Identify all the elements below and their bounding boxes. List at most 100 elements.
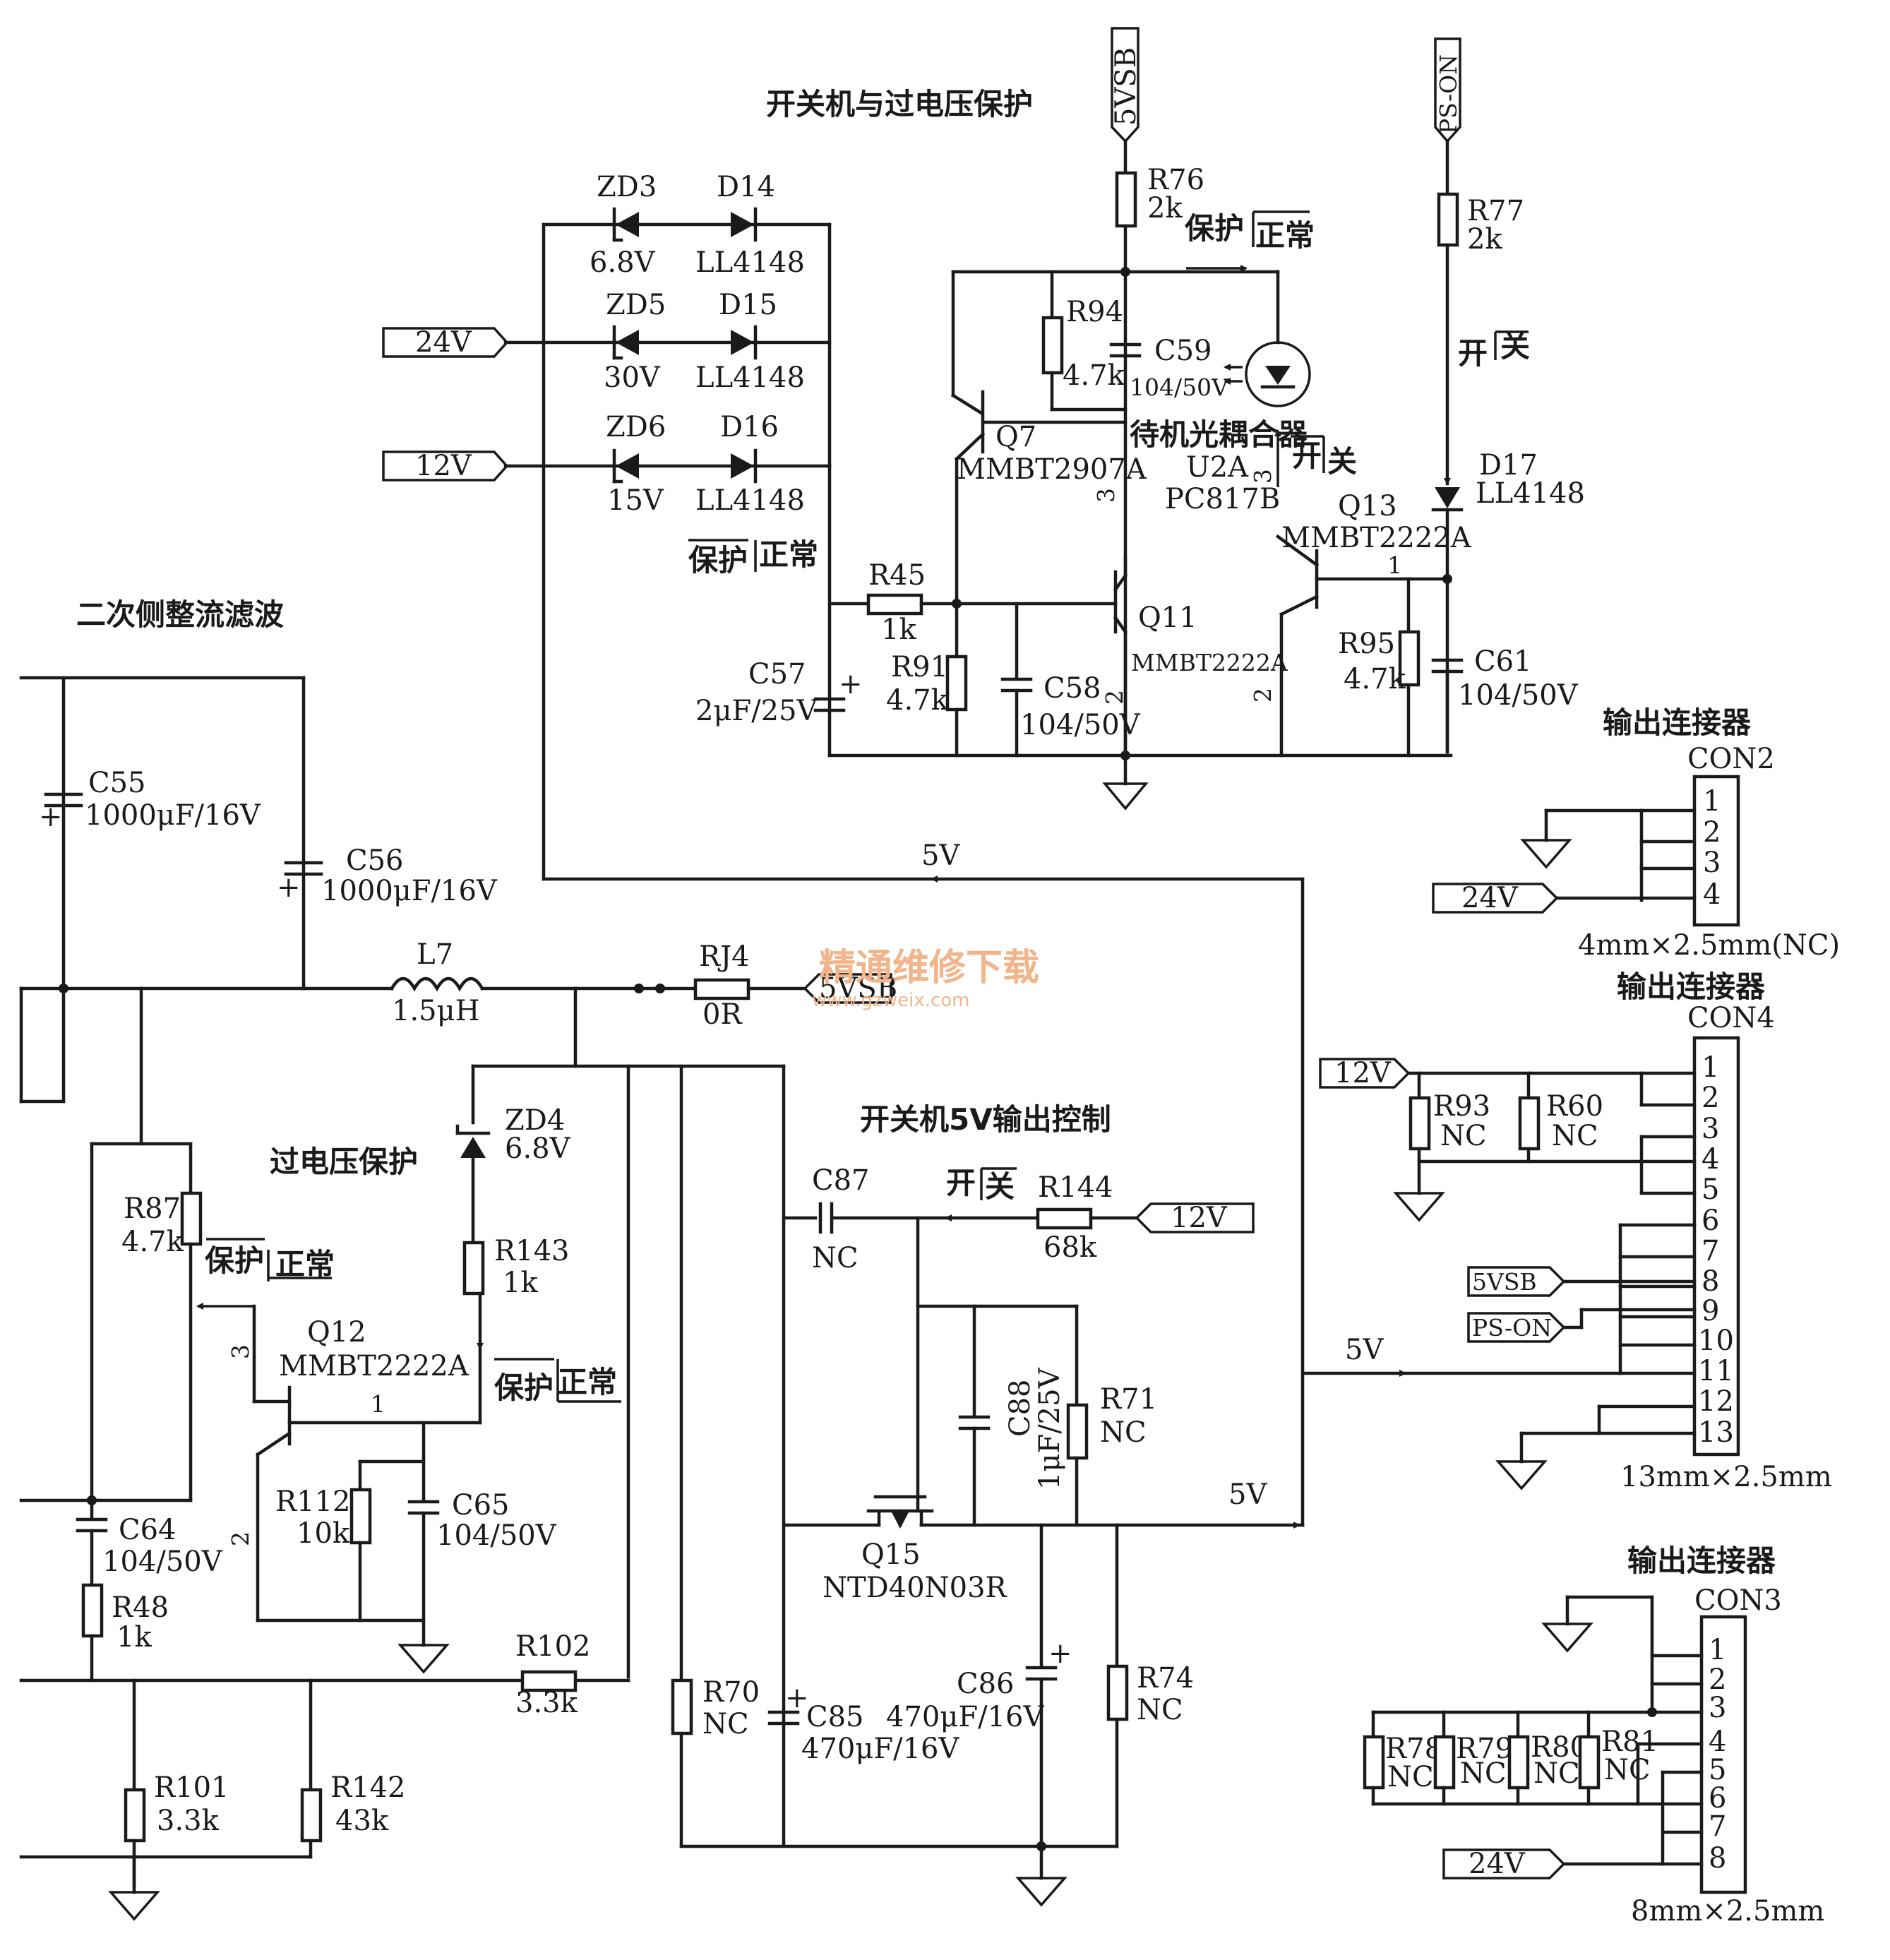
svg-text:NC: NC <box>1137 1694 1183 1726</box>
svg-text:2: 2 <box>227 1531 254 1546</box>
svg-text:R102: R102 <box>515 1630 590 1663</box>
resistor-rj4: RJ4 0R <box>693 940 750 1031</box>
svg-text:3: 3 <box>1703 847 1721 879</box>
ground-symbol-1 <box>1102 782 1149 811</box>
capacitor-c64: C64 104/50V <box>76 1514 223 1578</box>
svg-text:4mm×2.5mm(NC): 4mm×2.5mm(NC) <box>1578 929 1840 962</box>
svg-text:R45: R45 <box>868 559 926 592</box>
svg-text:2: 2 <box>1701 1082 1719 1114</box>
net-label-5v-con4: 5V <box>1345 1334 1384 1366</box>
capacitor-c86: C86 470μF/16V + <box>886 1637 1072 1733</box>
svg-text:NC: NC <box>1440 1120 1487 1152</box>
svg-text:R143: R143 <box>494 1235 569 1267</box>
svg-text:+: + <box>839 668 863 700</box>
resistor-r94: R94 4.7k <box>1041 296 1125 392</box>
svg-text:30V: 30V <box>604 361 661 394</box>
svg-text:6.8V: 6.8V <box>505 1133 571 1165</box>
capacitor-c59: C59 104/50V <box>1109 335 1229 401</box>
svg-text:NC: NC <box>812 1242 859 1274</box>
svg-text:5VSB: 5VSB <box>819 972 897 1005</box>
svg-text:C58: C58 <box>1043 672 1101 705</box>
svg-text:R144: R144 <box>1038 1171 1113 1204</box>
svg-text:104/50V: 104/50V <box>1130 374 1229 401</box>
svg-text:R112: R112 <box>275 1486 350 1518</box>
svg-text:15V: 15V <box>607 484 664 517</box>
svg-text:C85: C85 <box>806 1701 864 1733</box>
inductor-l7: L7 1.5μH <box>389 938 485 1027</box>
svg-text:7: 7 <box>1709 1810 1726 1843</box>
svg-text:3: 3 <box>1709 1692 1726 1724</box>
diode-d15: D15 LL4148 <box>695 289 805 394</box>
watermark-url: www.gzweix.com <box>812 990 970 1011</box>
svg-text:LL4148: LL4148 <box>695 484 805 517</box>
resistor-r71: R71 NC <box>1066 1383 1157 1460</box>
svg-text:4.7k: 4.7k <box>1063 359 1125 392</box>
resistor-r45: R45 1k <box>866 559 926 646</box>
ground-symbol-3 <box>108 1891 160 1921</box>
state-label-protect-normal-3: 保护 正常 <box>205 1238 335 1281</box>
svg-text:C57: C57 <box>748 658 806 691</box>
svg-text:43k: 43k <box>335 1805 389 1837</box>
svg-text:待机光耦合器: 待机光耦合器 <box>1130 417 1308 452</box>
optocoupler-u2a: 待机光耦合器 U2A PC817B 3 <box>1130 341 1311 515</box>
svg-text:+: + <box>277 871 301 904</box>
resistor-r93: R93 NC <box>1408 1090 1490 1152</box>
svg-text:3: 3 <box>1701 1113 1719 1145</box>
svg-text:1k: 1k <box>116 1621 152 1654</box>
svg-text:开: 开 <box>1458 336 1488 371</box>
resistor-r80: R80 NC <box>1507 1731 1588 1790</box>
svg-text:C55: C55 <box>88 767 146 799</box>
zener-zd4: ZD4 6.8V <box>455 1104 571 1165</box>
state-label-on-off-2: 开 关 <box>1291 435 1357 479</box>
svg-text:R71: R71 <box>1100 1383 1157 1416</box>
ground-symbol-5 <box>1520 839 1572 869</box>
diode-d14: D14 LL4148 <box>695 171 805 279</box>
resistor-r60: R60 NC <box>1518 1090 1603 1152</box>
svg-text:保护: 保护 <box>494 1370 554 1405</box>
svg-text:104/50V: 104/50V <box>1458 679 1579 712</box>
svg-text:104/50V: 104/50V <box>1020 709 1141 741</box>
svg-text:1: 1 <box>371 1390 385 1418</box>
title-secondary-rectifier: 二次侧整流滤波 <box>76 597 284 632</box>
svg-text:C87: C87 <box>812 1164 870 1197</box>
svg-text:L7: L7 <box>417 938 453 971</box>
svg-text:R81: R81 <box>1601 1726 1658 1758</box>
svg-text:1: 1 <box>1703 785 1721 818</box>
svg-text:R60: R60 <box>1546 1090 1603 1123</box>
svg-text:4.7k: 4.7k <box>121 1226 184 1258</box>
junction <box>655 984 665 993</box>
svg-text:D16: D16 <box>720 411 779 443</box>
svg-text:5VSB: 5VSB <box>1110 47 1142 126</box>
svg-text:Q12: Q12 <box>307 1316 366 1349</box>
connector-con2: 输出连接器 CON2 1 2 3 4 4mm×2.5mm(NC) <box>1578 705 1840 962</box>
svg-text:保护: 保护 <box>205 1243 264 1278</box>
resistor-r70: R70 NC <box>671 1676 760 1740</box>
svg-text:NC: NC <box>1387 1761 1434 1793</box>
net-tag-24v-input: 24V <box>382 326 509 359</box>
svg-text:4: 4 <box>1701 1143 1719 1176</box>
svg-text:6: 6 <box>1709 1782 1726 1815</box>
net-tag-5vsb-top: 5VSB <box>1110 27 1142 143</box>
svg-text:4.7k: 4.7k <box>1344 663 1406 695</box>
svg-text:CON2: CON2 <box>1687 743 1775 775</box>
svg-text:LL4148: LL4148 <box>1476 477 1585 510</box>
state-label-on-off-1: 开 关 <box>1458 329 1530 371</box>
capacitor-c65: C65 104/50V <box>407 1489 557 1552</box>
connector-con3: 输出连接器 CON3 1 2 3 4 5 6 7 8 8mm×2.5mm <box>1627 1543 1824 1928</box>
svg-text:正常: 正常 <box>1255 218 1315 253</box>
svg-text:13: 13 <box>1698 1416 1734 1449</box>
connector-con4: 输出连接器 CON4 1 2 3 4 5 6 7 8 9 10 11 12 13… <box>1617 969 1832 1493</box>
svg-text:R79: R79 <box>1456 1733 1513 1765</box>
net-tag-12v-r144: 12V <box>1135 1202 1255 1234</box>
svg-text:R95: R95 <box>1338 628 1395 660</box>
svg-text:12V: 12V <box>1171 1202 1228 1234</box>
svg-text:2: 2 <box>1249 688 1276 703</box>
svg-text:R80: R80 <box>1531 1731 1588 1764</box>
svg-text:1k: 1k <box>503 1267 538 1299</box>
svg-text:开: 开 <box>946 1166 976 1200</box>
ground-symbol-8 <box>1541 1623 1593 1653</box>
svg-text:R74: R74 <box>1137 1662 1194 1695</box>
net-tag-ps-on-top: PS-ON <box>1434 37 1462 143</box>
svg-text:+: + <box>1048 1637 1072 1670</box>
